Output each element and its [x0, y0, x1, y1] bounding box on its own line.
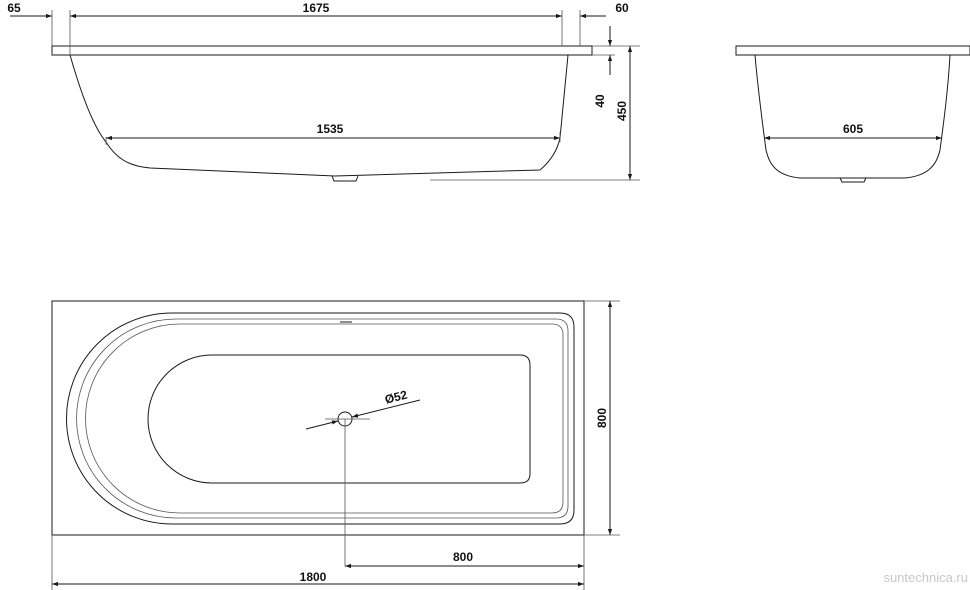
dim-bottom-length: 1535: [106, 122, 560, 141]
dim-length-label: 1800: [300, 570, 327, 584]
dim-drain-diameter: Ø52: [305, 388, 421, 430]
dim-total-height-label: 450: [615, 101, 629, 121]
dim-end-bottom-width: 605: [764, 122, 942, 141]
dim-total-height: 450: [615, 46, 633, 180]
dim-rim-height-label: 40: [593, 94, 607, 108]
dim-rim-height: 40: [593, 26, 613, 108]
dim-width: 800: [595, 301, 613, 535]
dim-overhang-left-label: 65: [7, 1, 21, 15]
dim-inner-top-length-label: 1675: [303, 1, 330, 15]
dim-overhang-right: 60: [580, 1, 629, 19]
side-rim: [51, 45, 593, 56]
dim-overhang-left: 65: [7, 1, 52, 19]
watermark-text: suntechnica.ru: [883, 570, 968, 585]
dim-inner-top-length: 1675: [70, 1, 562, 19]
dim-bottom-length-label: 1535: [317, 122, 344, 136]
side-body-outline: [69, 54, 569, 177]
end-body-outline: [754, 54, 951, 179]
top-inner-outline-rim: [85, 323, 564, 514]
end-drain-foot: [839, 177, 867, 183]
dim-end-bottom-width-label: 605: [843, 122, 863, 136]
dim-overhang-right-label: 60: [615, 1, 629, 15]
side-drain-foot: [331, 175, 359, 182]
dim-length: 1800: [52, 570, 584, 587]
dim-drain-offset-label: 800: [453, 550, 473, 564]
top-outer-rim: [51, 300, 585, 536]
top-view: Ø52 800 800 1800: [51, 300, 620, 590]
end-view: 605: [735, 45, 970, 183]
top-inner-outline-outer: [66, 312, 575, 525]
top-tub-bottom: [147, 354, 531, 484]
dim-width-label: 800: [595, 408, 609, 428]
top-inner-outline-inner: [76, 318, 569, 519]
end-rim: [735, 45, 970, 56]
dim-drain-offset: 800: [345, 550, 584, 569]
side-view: 65 1675 60 40 450 1535: [7, 1, 640, 182]
dim-drain-diameter-label: Ø52: [383, 388, 409, 407]
